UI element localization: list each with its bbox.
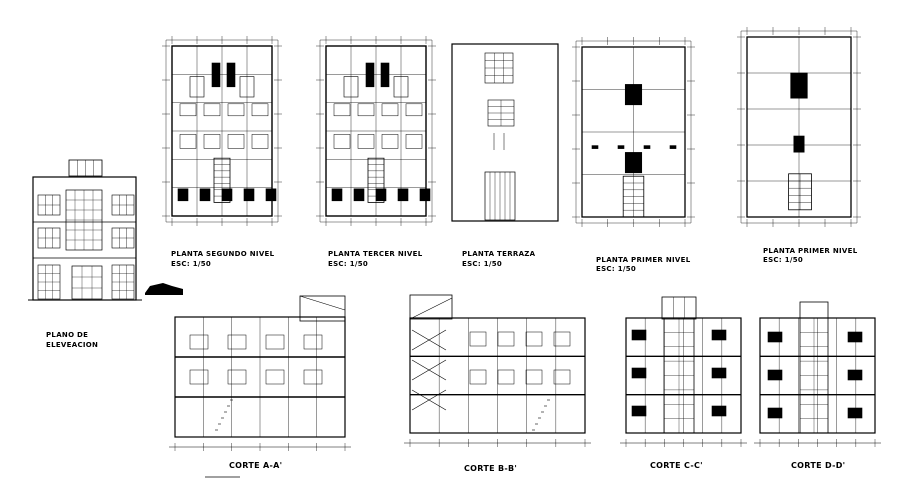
plan-scale-primer-b: ESC: 1/50 [763, 256, 804, 264]
plan-primer-a-drawing [572, 37, 695, 227]
plan-scale-primer-a: ESC: 1/50 [596, 265, 637, 273]
plan-terraza-drawing [451, 43, 559, 222]
section-title-dd: CORTE D-D' [791, 461, 846, 470]
section-bb-drawing [404, 294, 591, 447]
plan-title-primer-a: PLANTA PRIMER NIVEL [596, 256, 691, 264]
plan-tercer-drawing [316, 36, 436, 226]
elevation-drawing [28, 159, 183, 301]
elevation-title-line1: PLANO DE [46, 331, 89, 339]
section-aa-drawing [169, 295, 351, 451]
section-title-cc: CORTE C-C' [650, 461, 703, 470]
plan-segundo-drawing [162, 36, 282, 226]
plan-title-primer-b: PLANTA PRIMER NIVEL [763, 247, 858, 255]
plan-primer-b-drawing [737, 27, 861, 227]
section-dd-drawing [754, 301, 881, 447]
plan-title-segundo: PLANTA SEGUNDO NIVEL [171, 250, 275, 258]
section-title-aa: CORTE A-A' [229, 461, 283, 470]
section-cc-drawing [620, 296, 747, 447]
plan-scale-segundo: ESC: 1/50 [171, 260, 212, 268]
plan-scale-tercer: ESC: 1/50 [328, 260, 369, 268]
section-title-bb: CORTE B-B' [464, 464, 518, 473]
plan-scale-terraza: ESC: 1/50 [462, 260, 503, 268]
elevation-title-line2: ELEVEACION [46, 341, 99, 349]
plan-title-tercer: PLANTA TERCER NIVEL [328, 250, 423, 258]
plan-title-terraza: PLANTA TERRAZA [462, 250, 536, 258]
